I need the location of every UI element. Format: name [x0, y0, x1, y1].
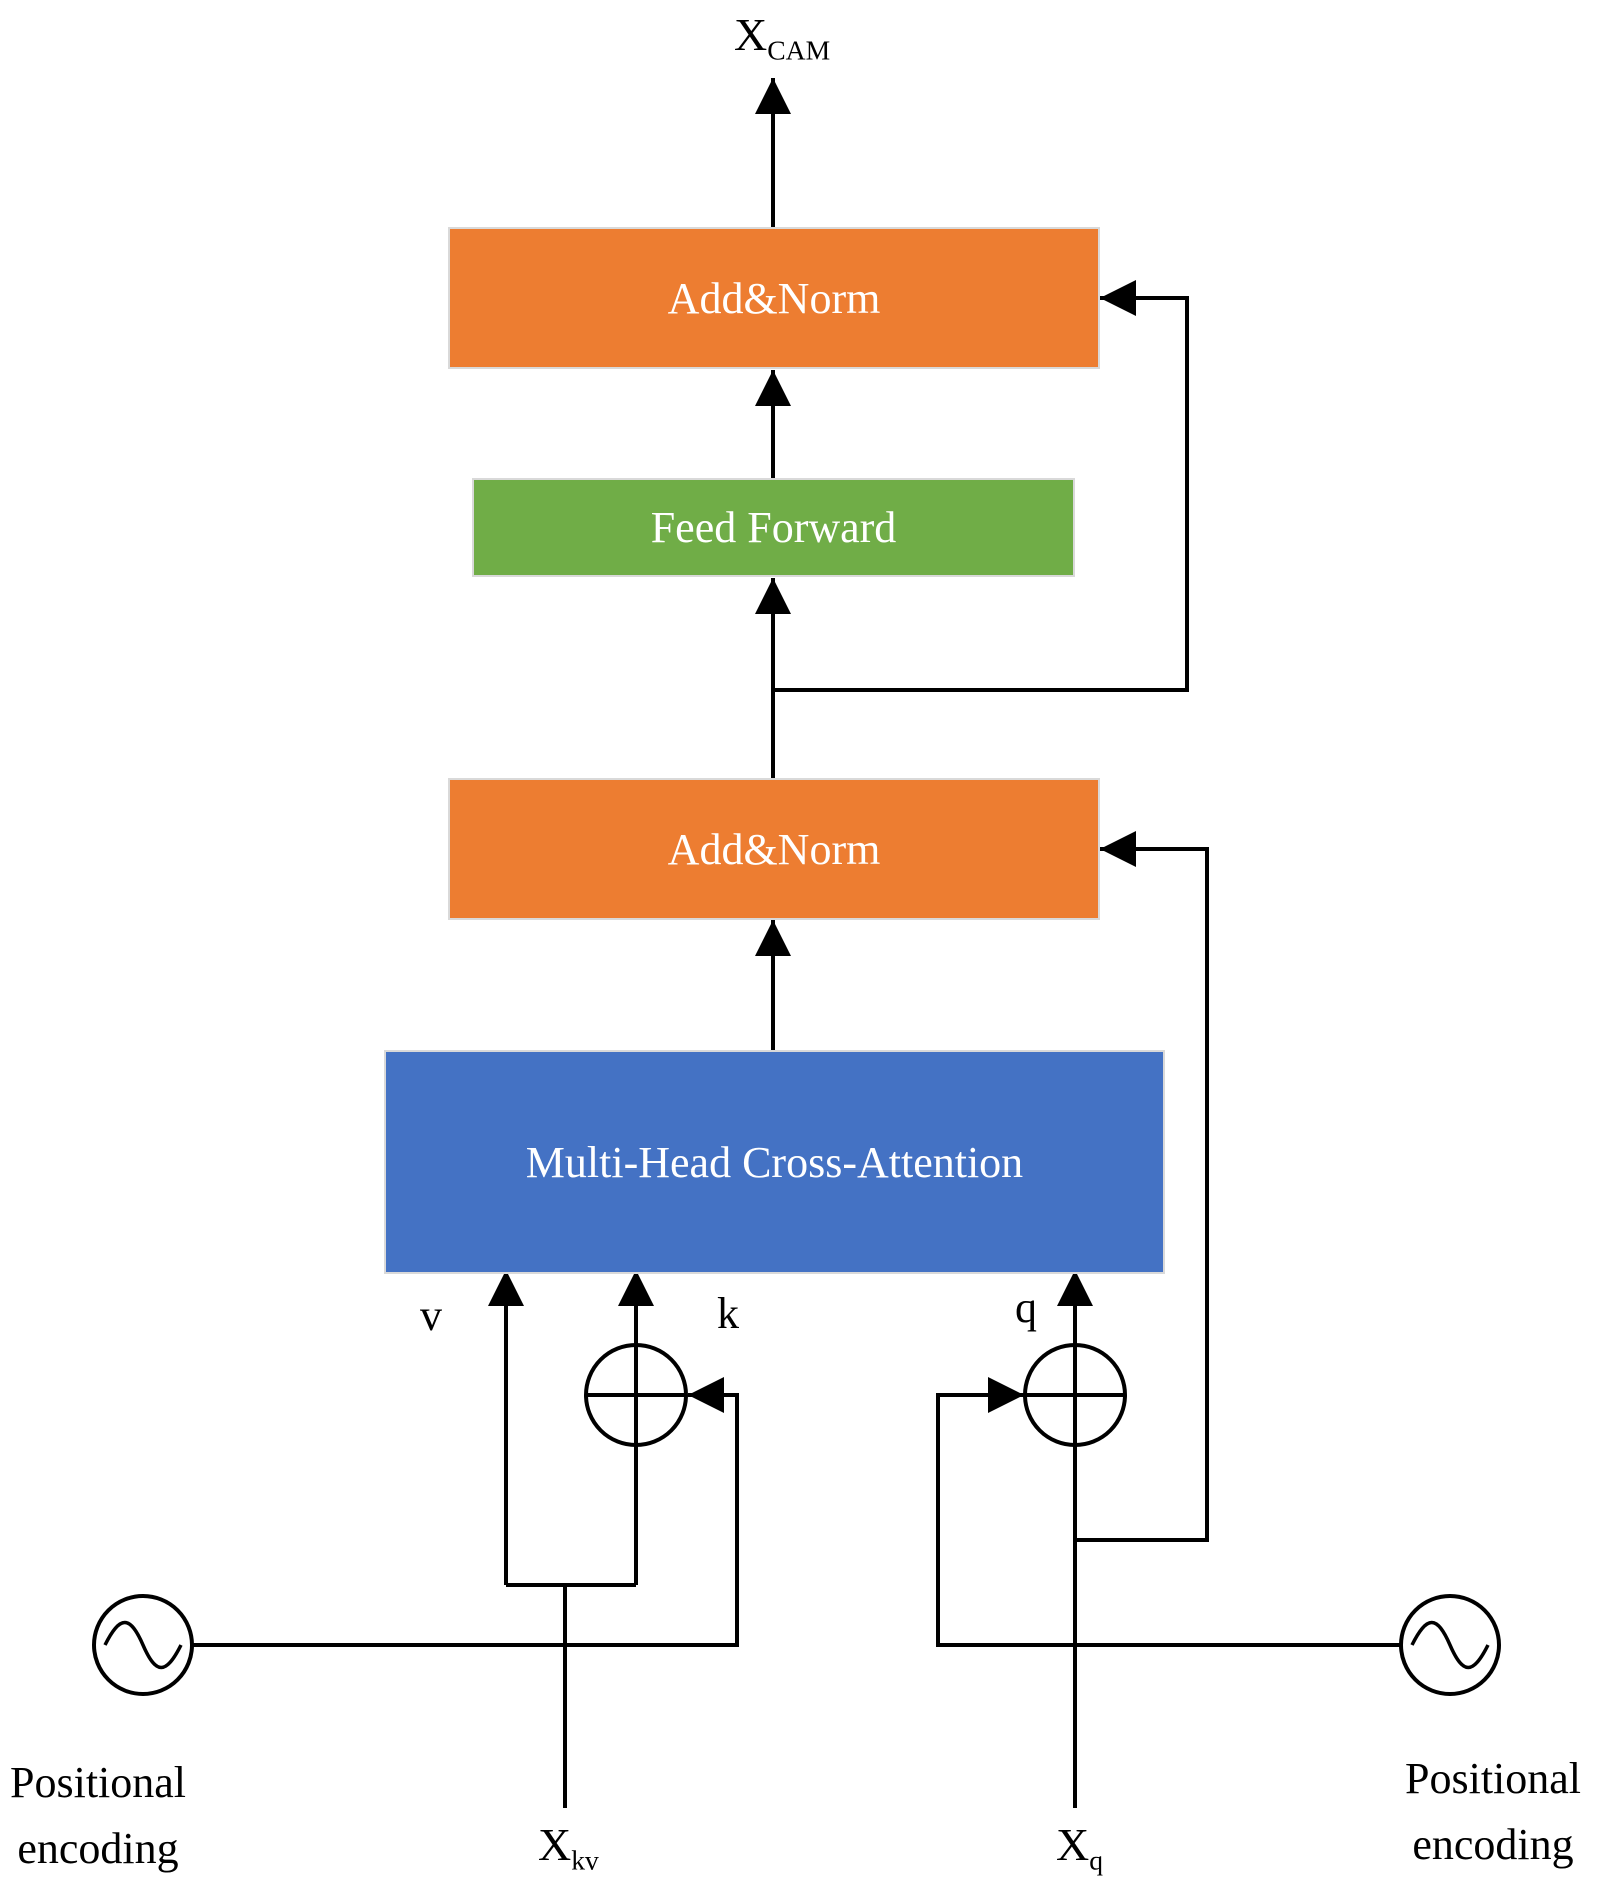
pos-right-line — [936, 1393, 1401, 1647]
q-label: q — [1015, 1283, 1037, 1332]
add-norm-top-block: Add&Norm — [448, 227, 1100, 369]
add-norm-mid-block: Add&Norm — [448, 778, 1100, 920]
add-norm-mid-label: Add&Norm — [667, 824, 881, 874]
output-label: XCAM — [734, 9, 831, 66]
pos-left-line1: Positional — [10, 1758, 187, 1807]
pos-right-line1: Positional — [1405, 1754, 1582, 1803]
residual-ff-skip — [773, 296, 1189, 692]
xkv-label: Xkv — [538, 1819, 599, 1876]
arrowhead-v — [488, 1270, 524, 1306]
arrowhead-pos-right — [988, 1377, 1024, 1413]
arrowhead-output — [755, 78, 791, 114]
residual-q-skip — [1075, 847, 1209, 1542]
arrowhead-residual-top — [1100, 280, 1136, 316]
arrowhead-k — [618, 1270, 654, 1306]
arrowhead-ff — [755, 578, 791, 614]
v-label: v — [420, 1291, 442, 1340]
attention-block: Multi-Head Cross-Attention — [384, 1050, 1165, 1274]
attention-label: Multi-Head Cross-Attention — [525, 1137, 1024, 1187]
arrowhead-residual-mid — [1100, 831, 1136, 867]
feed-forward-block: Feed Forward — [472, 478, 1075, 577]
arrowhead-q — [1057, 1270, 1093, 1306]
arrowhead-pos-left — [688, 1377, 724, 1413]
pos-left-line2: encoding — [17, 1824, 179, 1873]
arrowhead-top-addnorm — [755, 370, 791, 406]
pos-right-line2: encoding — [1412, 1820, 1574, 1869]
feed-forward-label: Feed Forward — [650, 503, 897, 552]
k-label: k — [717, 1289, 739, 1338]
xq-label: Xq — [1056, 1819, 1104, 1876]
add-norm-top-label: Add&Norm — [667, 273, 881, 323]
pos-left-label: Positional encoding — [10, 1750, 186, 1882]
arrowhead-mid-addnorm — [755, 920, 791, 956]
pos-right-label: Positional encoding — [1405, 1746, 1581, 1878]
